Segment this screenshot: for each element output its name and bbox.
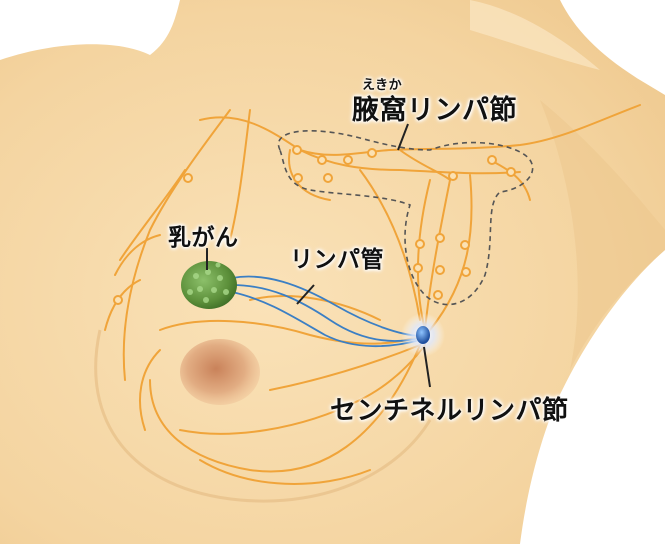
breast-cancer-label: 乳がん — [168, 218, 239, 252]
sentinel-node-label: センチネルリンパ節 — [330, 390, 569, 427]
areola — [180, 339, 260, 405]
tumor — [181, 261, 237, 309]
sentinel-node — [416, 326, 430, 344]
axillary-nodes-label: 腋窩リンパ節 — [352, 88, 517, 127]
lymph-vessel-label: リンパ管 — [290, 240, 384, 274]
